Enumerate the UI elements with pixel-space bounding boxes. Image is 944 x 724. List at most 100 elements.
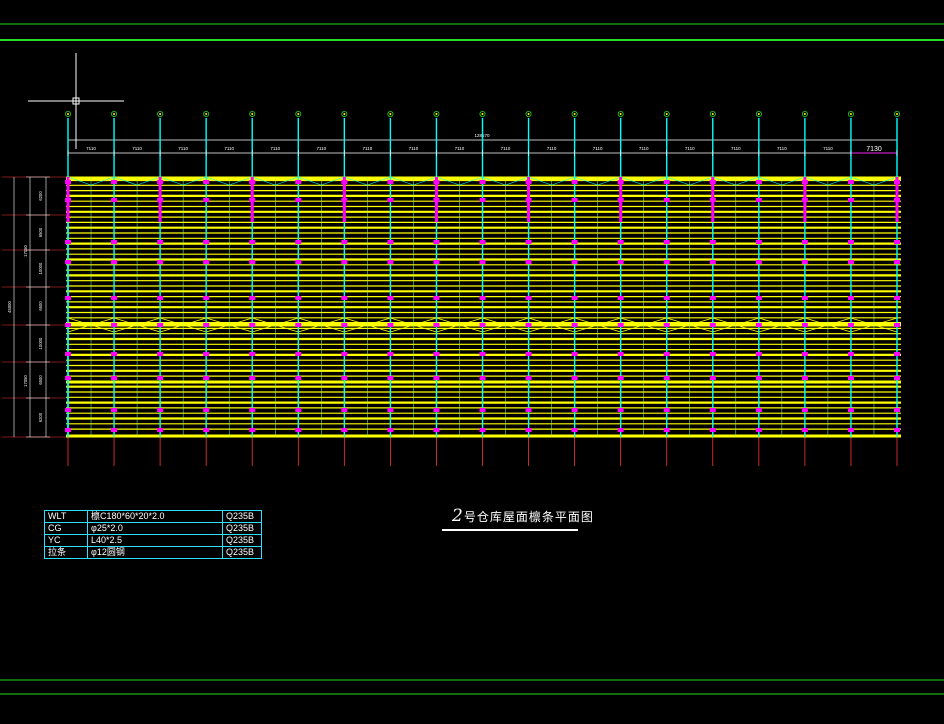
bracing-line [275,176,299,186]
purlin-connector [249,260,256,264]
grid-bubble [157,111,164,118]
purlin-connector [525,180,532,184]
purlin-connector [847,180,854,184]
purlin-connector [525,428,532,432]
purlin-connector [663,240,670,244]
purlin-connector [709,296,716,300]
purlin-connector [755,260,762,264]
purlin-connector [894,260,900,264]
bay-dimension-text: 7110 [501,146,511,151]
grid-bubble [755,111,762,118]
purlin-connector [295,352,302,356]
gridlines [67,118,898,437]
purlin-connector [157,352,164,356]
purlin-connector [295,323,302,327]
purlin-connector [571,376,578,380]
overall-height-text: 45000 [7,301,12,313]
purlin-connector [111,296,118,300]
purlin-connector [295,296,302,300]
purlin-connector [203,376,210,380]
purlin-connector [65,260,71,264]
purlin-connector [387,198,394,202]
purlin-connector [847,323,854,327]
last-bay-highlight [850,152,898,178]
title-text: 号仓库屋面檩条平面图 [463,510,594,524]
bracing-line [758,176,782,186]
purlin-connector [663,428,670,432]
purlin-connector [295,260,302,264]
purlin-connector [65,428,71,432]
legend-row: CG φ25*2.0 Q235B [44,522,262,535]
bracing-line [620,176,644,186]
bracing-line [666,176,690,186]
grid-bubble [341,111,348,118]
grid-bubble-dot [113,113,116,115]
purlin-connector [617,198,624,202]
legend-grade: Q235B [222,510,262,523]
bracing-line [781,176,805,186]
purlin-connector [249,240,256,244]
purlin-connector [433,428,440,432]
grid-bubble [617,111,624,118]
purlin-connector [847,260,854,264]
purlin-connector [663,296,670,300]
left-dimensions: 6200650010000650010000650062001705017050… [7,176,50,438]
purlin-connector [433,198,440,202]
purlin-connector [479,240,486,244]
purlin-connector [571,408,578,412]
bracing-line [643,176,667,186]
purlin-connector [341,352,348,356]
purlin-connector [847,408,854,412]
purlin-connector [894,240,900,244]
purlin-connector [663,260,670,264]
grid-bubble-dot [343,113,346,115]
purlin-connector [341,198,348,202]
grid-bubble-dot [67,113,69,115]
bracing-line [827,176,852,186]
purlin-connector [387,428,394,432]
purlin-connector [249,352,256,356]
purlin-connector [571,198,578,202]
legend-code: CG [44,522,88,535]
purlin-connector [387,296,394,300]
grid-bubble [894,111,901,118]
purlin-connector [387,180,394,184]
purlin-connector [341,260,348,264]
grid-bubble-dot [573,113,576,115]
grid-bubble-dot [205,113,208,115]
purlin-connector [157,180,164,184]
bracing-line [344,176,368,186]
row-dimension-text: 10000 [38,262,43,274]
purlin-connector [709,408,716,412]
bay-dimension-text: 7110 [316,146,326,151]
purlin-connector [249,376,256,380]
purlin-connector [663,376,670,380]
legend-code: WLT [44,510,88,523]
grid-bubble-dot [481,113,484,115]
grid-bubble [571,111,578,118]
purlin-connector [571,180,578,184]
row-dimension-text: 6200 [38,412,43,422]
bracing-line [574,176,598,186]
bracing-line [413,176,437,186]
bracing-line [136,176,161,186]
grid-bubble [479,111,486,118]
purlin-connector [341,180,348,184]
purlin-connector [341,323,348,327]
bay-dimension-text: 7110 [685,146,695,151]
purlin-connector [571,323,578,327]
purlin-connector [111,198,118,202]
bracing-line [482,176,506,186]
purlin-connector [617,260,624,264]
purlin-connector [111,323,118,327]
bay-dimension-text: 7110 [363,146,373,151]
grid-bubble-dot [849,113,852,115]
purlin-connector [387,352,394,356]
purlin-connector [894,180,900,184]
bracing-line [390,176,414,186]
axis-lines [2,176,898,466]
purlin-connector [341,428,348,432]
purlin-connector [295,198,302,202]
grid-bubble [433,111,440,118]
